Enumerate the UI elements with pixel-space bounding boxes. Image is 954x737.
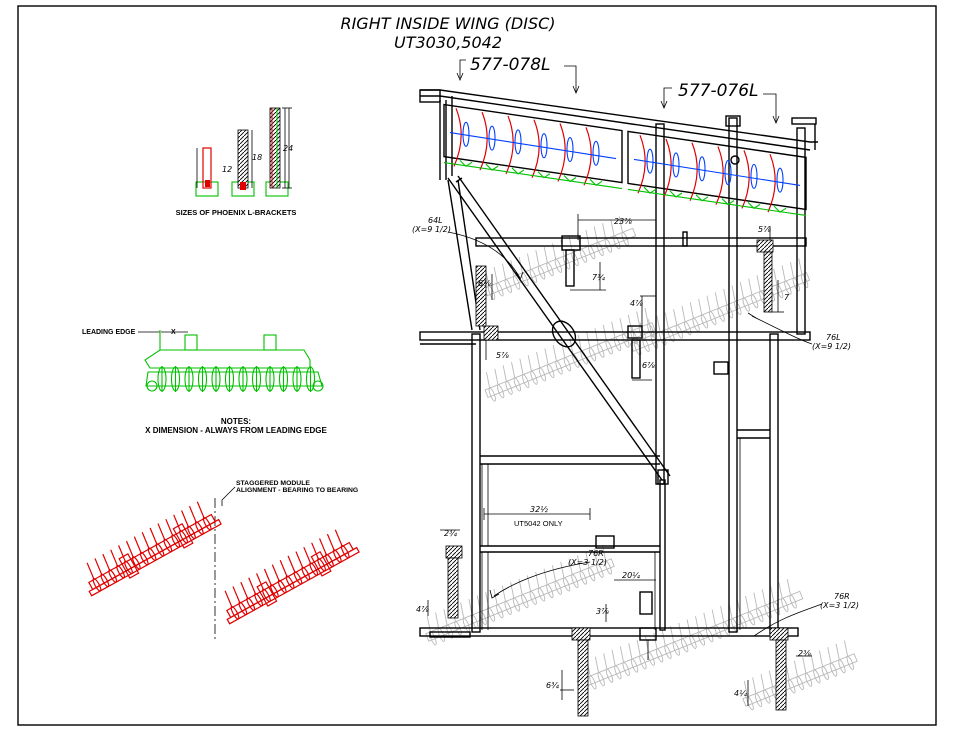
dim-2b: 2⅜: [798, 649, 811, 658]
drawing-subtitle: UT3030,5042: [394, 33, 502, 52]
position-64l: 64L: [428, 216, 443, 225]
top-disc-gang-right: [627, 130, 807, 216]
position-76r-a: 76R: [588, 549, 604, 558]
position-76r-b: 76R: [834, 592, 850, 601]
svg-text:577-076L: 577-076L: [678, 81, 759, 101]
dim-6b: 6⅞: [642, 361, 655, 370]
svg-text:577-078L: 577-078L: [470, 55, 551, 75]
dim-5: 5⅞: [758, 225, 771, 234]
dim-32: 32½: [530, 505, 548, 514]
leading-edge-x: X: [171, 329, 176, 336]
dim-4c: 4¼: [734, 689, 747, 698]
leading-edge-label: LEADING EDGE: [82, 329, 136, 336]
position-76r-b-x: (X=3 1/2): [820, 601, 859, 610]
dim-5b: 5⅞: [496, 351, 509, 360]
dim-4b: 4⅞: [416, 605, 429, 614]
dim-7q: 7¼: [592, 273, 605, 282]
bracket-size-12: 12: [222, 165, 232, 174]
dim-3: 3⅞: [596, 607, 609, 616]
drawing-title: RIGHT INSIDE WING (DISC): [340, 14, 555, 33]
position-64l-x: (X=9 1/2): [412, 225, 451, 234]
staggered-label-2: ALIGNMENT - BEARING TO BEARING: [236, 487, 358, 494]
leading-edge-detail: [138, 330, 324, 392]
bracket-size-18: 18: [252, 153, 262, 162]
dim-6a: 6⅞: [478, 279, 491, 288]
bracket-size-24: 24: [283, 144, 293, 153]
dim-7: 7: [784, 293, 790, 302]
position-76l-x: (X=9 1/2): [812, 342, 851, 351]
top-disc-gang-left: [443, 103, 623, 190]
drawing-border: [17, 5, 937, 726]
dim-23: 23⅞: [614, 217, 632, 226]
staggered-label-1: STAGGERED MODULE: [236, 480, 310, 487]
notes-heading: NOTES:: [221, 417, 251, 426]
position-76r-a-x: (X=3 1/2): [568, 558, 607, 567]
l-bracket-sizes: [195, 107, 292, 197]
hatched-mounts: [445, 155, 789, 717]
dim-6c: 6¾: [546, 681, 559, 690]
main-frame: [419, 89, 818, 638]
dim-4: 4⅞: [630, 299, 643, 308]
part-label-578: 577-078L: [456, 55, 580, 95]
bracket-caption: SIZES OF PHOENIX L-BRACKETS: [176, 208, 297, 217]
part-label-576: 577-076L: [660, 81, 780, 125]
dim-20: 20¼: [622, 571, 640, 580]
position-76l: 76L: [826, 333, 841, 342]
dimension-lines: [427, 214, 823, 706]
staggered-modules: [86, 486, 360, 640]
dim-2a: 2¾: [444, 529, 457, 538]
notes-text: X DIMENSION - ALWAYS FROM LEADING EDGE: [145, 426, 327, 435]
ut5042-only: UT5042 ONLY: [514, 519, 563, 528]
